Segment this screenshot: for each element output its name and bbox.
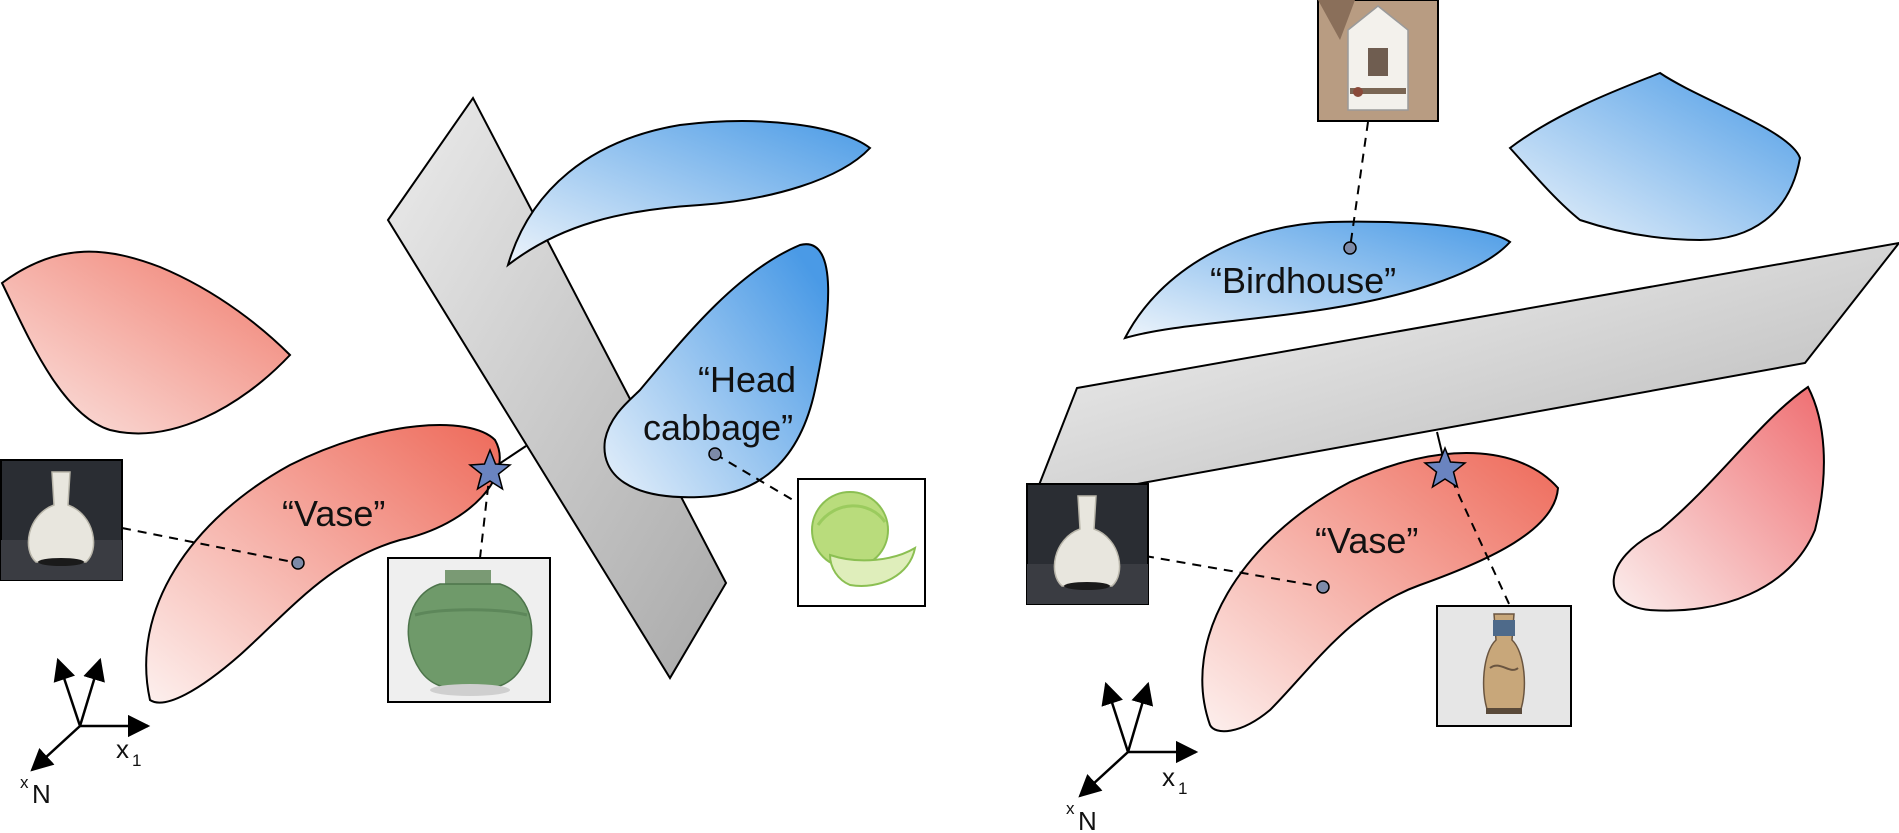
head-cabbage-class-region (603, 243, 830, 499)
ornate-vase-photo (1436, 605, 1572, 727)
vase-centroid-point (1316, 580, 1330, 594)
cabbage-centroid-point (708, 447, 722, 461)
axis-label-x1-sub: 1 (132, 751, 141, 770)
star-point (1422, 445, 1468, 489)
blue-class-region (1508, 71, 1802, 242)
decision-boundary-plane (1030, 241, 1899, 505)
label-vase: “Vase” (1315, 520, 1418, 561)
vase-class-region (1201, 452, 1560, 733)
dashed-connector (1144, 555, 1324, 588)
dashed-connector (714, 453, 799, 504)
axis-label-x1-sub: 1 (1178, 779, 1187, 798)
axis-label-xn-pre: x (1066, 799, 1075, 818)
left-panel: “Vase” “Head cabbage” (0, 96, 926, 809)
axis-label-xn: N (32, 779, 51, 809)
birdhouse-class-region (1123, 220, 1512, 340)
blue-class-region (506, 120, 872, 268)
star-point (467, 447, 513, 491)
red-class-region (0, 250, 292, 435)
axis-label-xn-pre: x (20, 773, 29, 792)
vase-centroid-point (291, 556, 305, 570)
cabbage-photo (797, 478, 926, 607)
dashed-connector (1444, 464, 1511, 607)
axis-indicator: x 1 x N (20, 657, 151, 809)
decision-boundary-plane (386, 96, 728, 680)
axis-label-x1: x (116, 734, 129, 764)
axis-indicator: x 1 x N (1066, 681, 1199, 833)
axis-label-x1: x (1162, 762, 1175, 792)
green-jar-photo (387, 557, 551, 703)
vase-photo (1026, 483, 1149, 605)
dashed-connector (121, 527, 299, 564)
label-head-cabbage-line1: “Head (698, 359, 796, 400)
label-birdhouse: “Birdhouse” (1210, 260, 1396, 301)
birdhouse-centroid-point (1343, 241, 1357, 255)
birdhouse-photo (1317, 0, 1439, 122)
right-panel: “Birdhouse” “Vase” (1026, 0, 1899, 833)
vase-photo (0, 459, 123, 581)
label-vase: “Vase” (282, 493, 385, 534)
axis-label-xn: N (1078, 806, 1097, 833)
dashed-connector (1349, 121, 1369, 249)
red-class-region (1612, 385, 1825, 612)
label-head-cabbage-line2: cabbage” (643, 407, 793, 448)
